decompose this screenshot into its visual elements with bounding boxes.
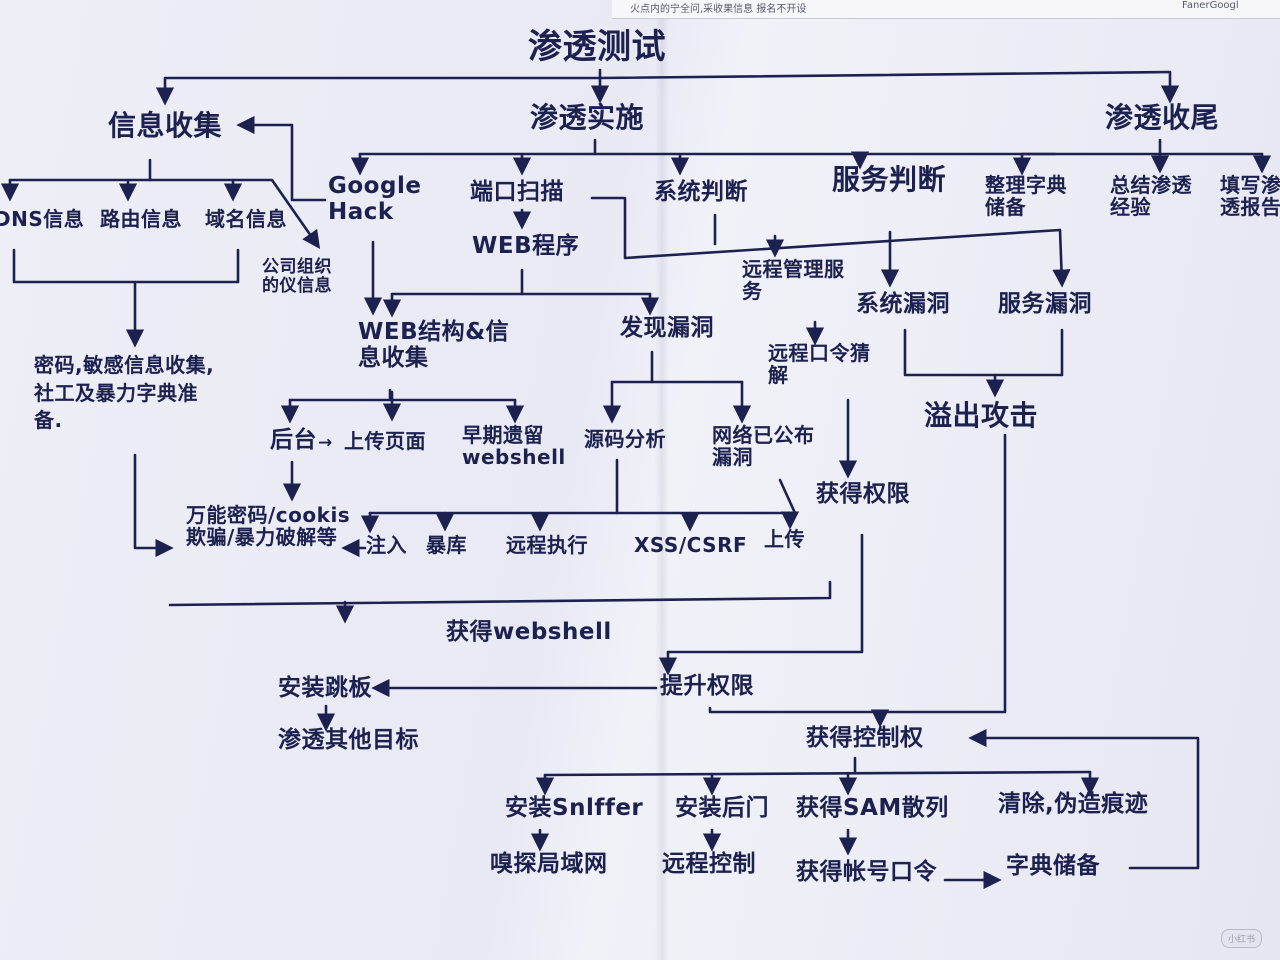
node-info-gathering: 信息收集 — [108, 109, 223, 142]
node-get-webshell: 获得webshell — [446, 619, 612, 645]
node-domain-info: 域名信息 — [205, 207, 287, 231]
node-organize-dict: 整理字典储备 — [985, 173, 1067, 220]
watermark-badge: 小红书 — [1220, 929, 1262, 948]
scrap-text-right: FanerGoogl — [1182, 0, 1239, 11]
node-remote-mgmt: 远程管理服务 — [742, 257, 845, 304]
node-gain-control: 获得控制权 — [806, 725, 924, 751]
node-system-vuln: 系统漏洞 — [856, 291, 950, 317]
node-remote-exec: 远程执行 — [506, 533, 588, 557]
node-google-hack: Google Hack — [328, 173, 422, 225]
node-universal-pwd: 万能密码/cookis欺骗/暴力破解等 — [186, 503, 351, 550]
node-service-vuln: 服务漏洞 — [998, 291, 1092, 317]
node-find-vuln: 发现漏洞 — [620, 315, 714, 341]
node-install-backdoor: 安装后门 — [675, 795, 769, 821]
node-gain-privilege: 获得权限 — [816, 481, 910, 507]
node-route-info: 路由信息 — [100, 207, 182, 231]
node-overflow-attack: 溢出攻击 — [924, 399, 1039, 432]
node-title: 渗透测试 — [528, 27, 666, 67]
node-get-account-pwd: 获得帐号口令 — [796, 859, 937, 885]
node-web-struct: WEB结构&信息收集 — [358, 319, 510, 371]
arrow-glyph: → — [318, 433, 333, 453]
node-install-sniffer: 安装Snlffer — [505, 795, 644, 821]
node-company-info: 公司组织的仪信息 — [262, 257, 332, 297]
top-paper-scrap: 火点内的宁全问,采收果信息 报名不开设 FanerGoogl — [612, 0, 1280, 19]
node-port-scan: 端口扫描 — [470, 179, 564, 205]
node-source-analysis: 源码分析 — [584, 427, 666, 451]
node-remote-control: 远程控制 — [662, 851, 756, 877]
scrap-text-left: 火点内的宁全问,采收果信息 报名不开设 — [630, 4, 807, 15]
node-xss-csrf: XSS/CSRF — [634, 533, 748, 557]
node-install-jump: 安装跳板 — [278, 675, 372, 701]
node-upload-page: 上传页面 — [344, 429, 426, 453]
node-backend: 后台 — [270, 427, 317, 453]
node-pentest-wrapup: 渗透收尾 — [1105, 101, 1220, 134]
node-write-report: 填写渗透报告 — [1220, 173, 1280, 220]
node-public-vuln: 网络已公布漏洞 — [712, 423, 815, 470]
node-get-sam: 获得SAM散列 — [796, 795, 949, 821]
node-dict-store: 字典储备 — [1006, 853, 1100, 879]
node-upload: 上传 — [764, 527, 805, 551]
node-pentest-impl: 渗透实施 — [530, 101, 645, 134]
node-db-dump: 暴库 — [426, 533, 467, 557]
node-escalate: 提升权限 — [660, 673, 754, 699]
node-sniff-lan: 嗅探局域网 — [490, 851, 608, 877]
node-clear-traces: 清除,伪造痕迹 — [998, 791, 1149, 817]
node-injection: 注入 — [366, 533, 407, 557]
node-dns-info: DNS信息 — [0, 207, 85, 231]
node-remote-crack: 远程口令猜解 — [768, 341, 871, 388]
node-password-sensitive: 密码,敏感信息收集,社工及暴力字典准备. — [34, 353, 215, 433]
node-service-judge: 服务判断 — [832, 163, 947, 196]
paper-fold — [655, 0, 669, 960]
node-pentest-other: 渗透其他目标 — [278, 727, 419, 753]
node-summarize-exp: 总结渗透经验 — [1110, 173, 1192, 220]
node-system-judge: 系统判断 — [654, 179, 748, 205]
node-early-webshell: 早期遗留webshell — [462, 423, 566, 470]
node-web-program: WEB程序 — [472, 233, 580, 259]
